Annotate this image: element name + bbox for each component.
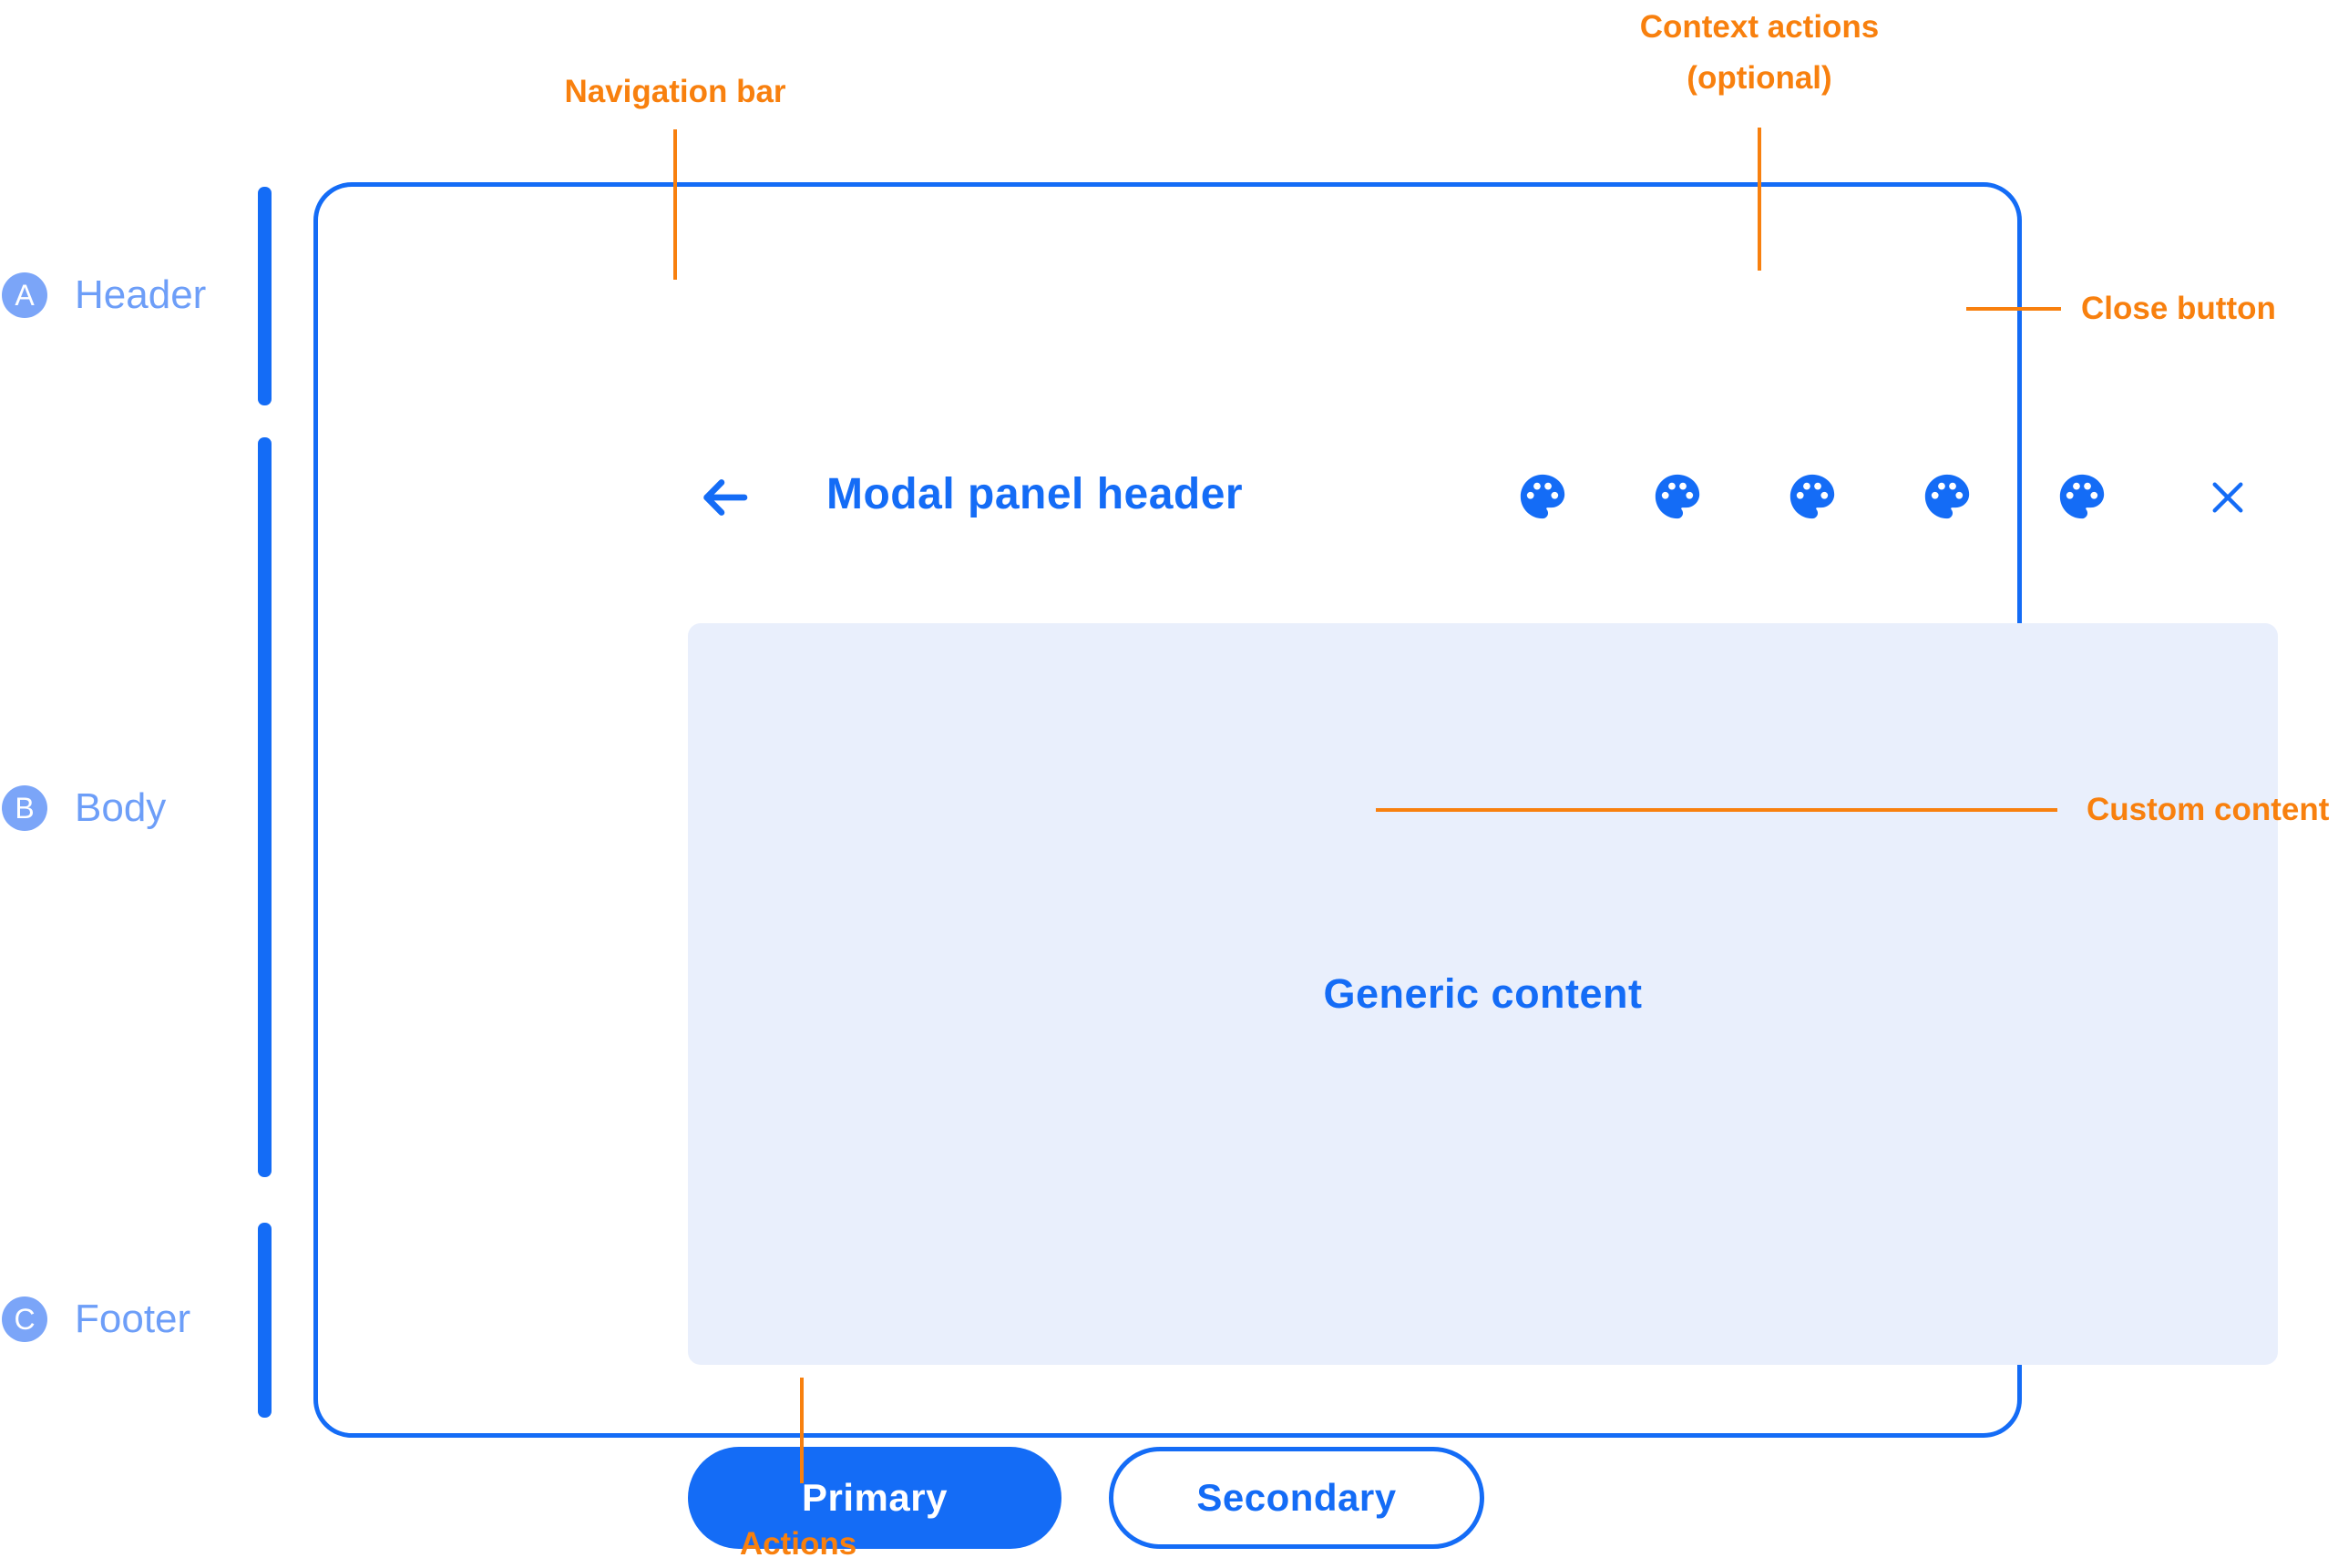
badge-letter: B — [15, 791, 35, 825]
palette-icon — [2059, 474, 2105, 519]
annotation-context-actions-line2: (optional) — [1687, 60, 1832, 96]
side-label-footer: C Footer — [2, 1296, 190, 1342]
annotation-context-actions: Context actions (optional) — [1640, 2, 1880, 104]
annotation-line-close-button — [1966, 307, 2061, 311]
annotation-custom-content: Custom content — [2087, 792, 2330, 827]
side-label-header: A Header — [2, 272, 206, 318]
context-action-button[interactable] — [2056, 470, 2108, 523]
x-icon — [2212, 482, 2243, 513]
context-action-button[interactable] — [1651, 470, 1704, 523]
section-label: Footer — [75, 1296, 191, 1341]
secondary-button[interactable]: Secondary — [1109, 1447, 1484, 1549]
arrow-left-icon — [703, 479, 748, 516]
annotation-context-actions-line1: Context actions — [1639, 9, 1880, 45]
primary-button[interactable]: Primary — [688, 1447, 1061, 1549]
footer-section-bar — [258, 1223, 272, 1418]
palette-icon — [1520, 474, 1565, 519]
palette-icon — [1655, 474, 1700, 519]
annotation-navigation-bar: Navigation bar — [564, 74, 786, 109]
close-button[interactable] — [2204, 474, 2251, 521]
context-action-button[interactable] — [1516, 470, 1569, 523]
header-section-bar — [258, 187, 272, 405]
annotation-line-context-actions — [1758, 128, 1761, 271]
annotation-line-actions — [800, 1378, 804, 1483]
section-badge-a: A — [2, 272, 47, 318]
modal-title: Modal panel header — [826, 470, 1244, 518]
body-section-bar — [258, 437, 272, 1177]
annotation-actions: Actions — [739, 1526, 857, 1562]
badge-letter: C — [14, 1302, 36, 1336]
palette-icon — [1924, 474, 1970, 519]
section-badge-b: B — [2, 785, 47, 831]
annotation-line-custom-content — [1376, 808, 2057, 812]
section-label: Header — [75, 272, 207, 317]
annotation-close-button: Close button — [2081, 291, 2276, 326]
context-action-button[interactable] — [1921, 470, 1974, 523]
side-label-body: B Body — [2, 785, 166, 831]
context-actions — [1516, 470, 2108, 523]
modal-body-content-area: Generic content — [688, 623, 2278, 1365]
annotation-line-navigation-bar — [673, 129, 677, 280]
badge-letter: A — [15, 278, 35, 312]
palette-icon — [1789, 474, 1835, 519]
context-action-button[interactable] — [1786, 470, 1839, 523]
section-label: Body — [75, 785, 167, 830]
back-button[interactable] — [696, 469, 753, 526]
generic-content-text: Generic content — [1323, 970, 1643, 1017]
section-badge-c: C — [2, 1296, 47, 1342]
